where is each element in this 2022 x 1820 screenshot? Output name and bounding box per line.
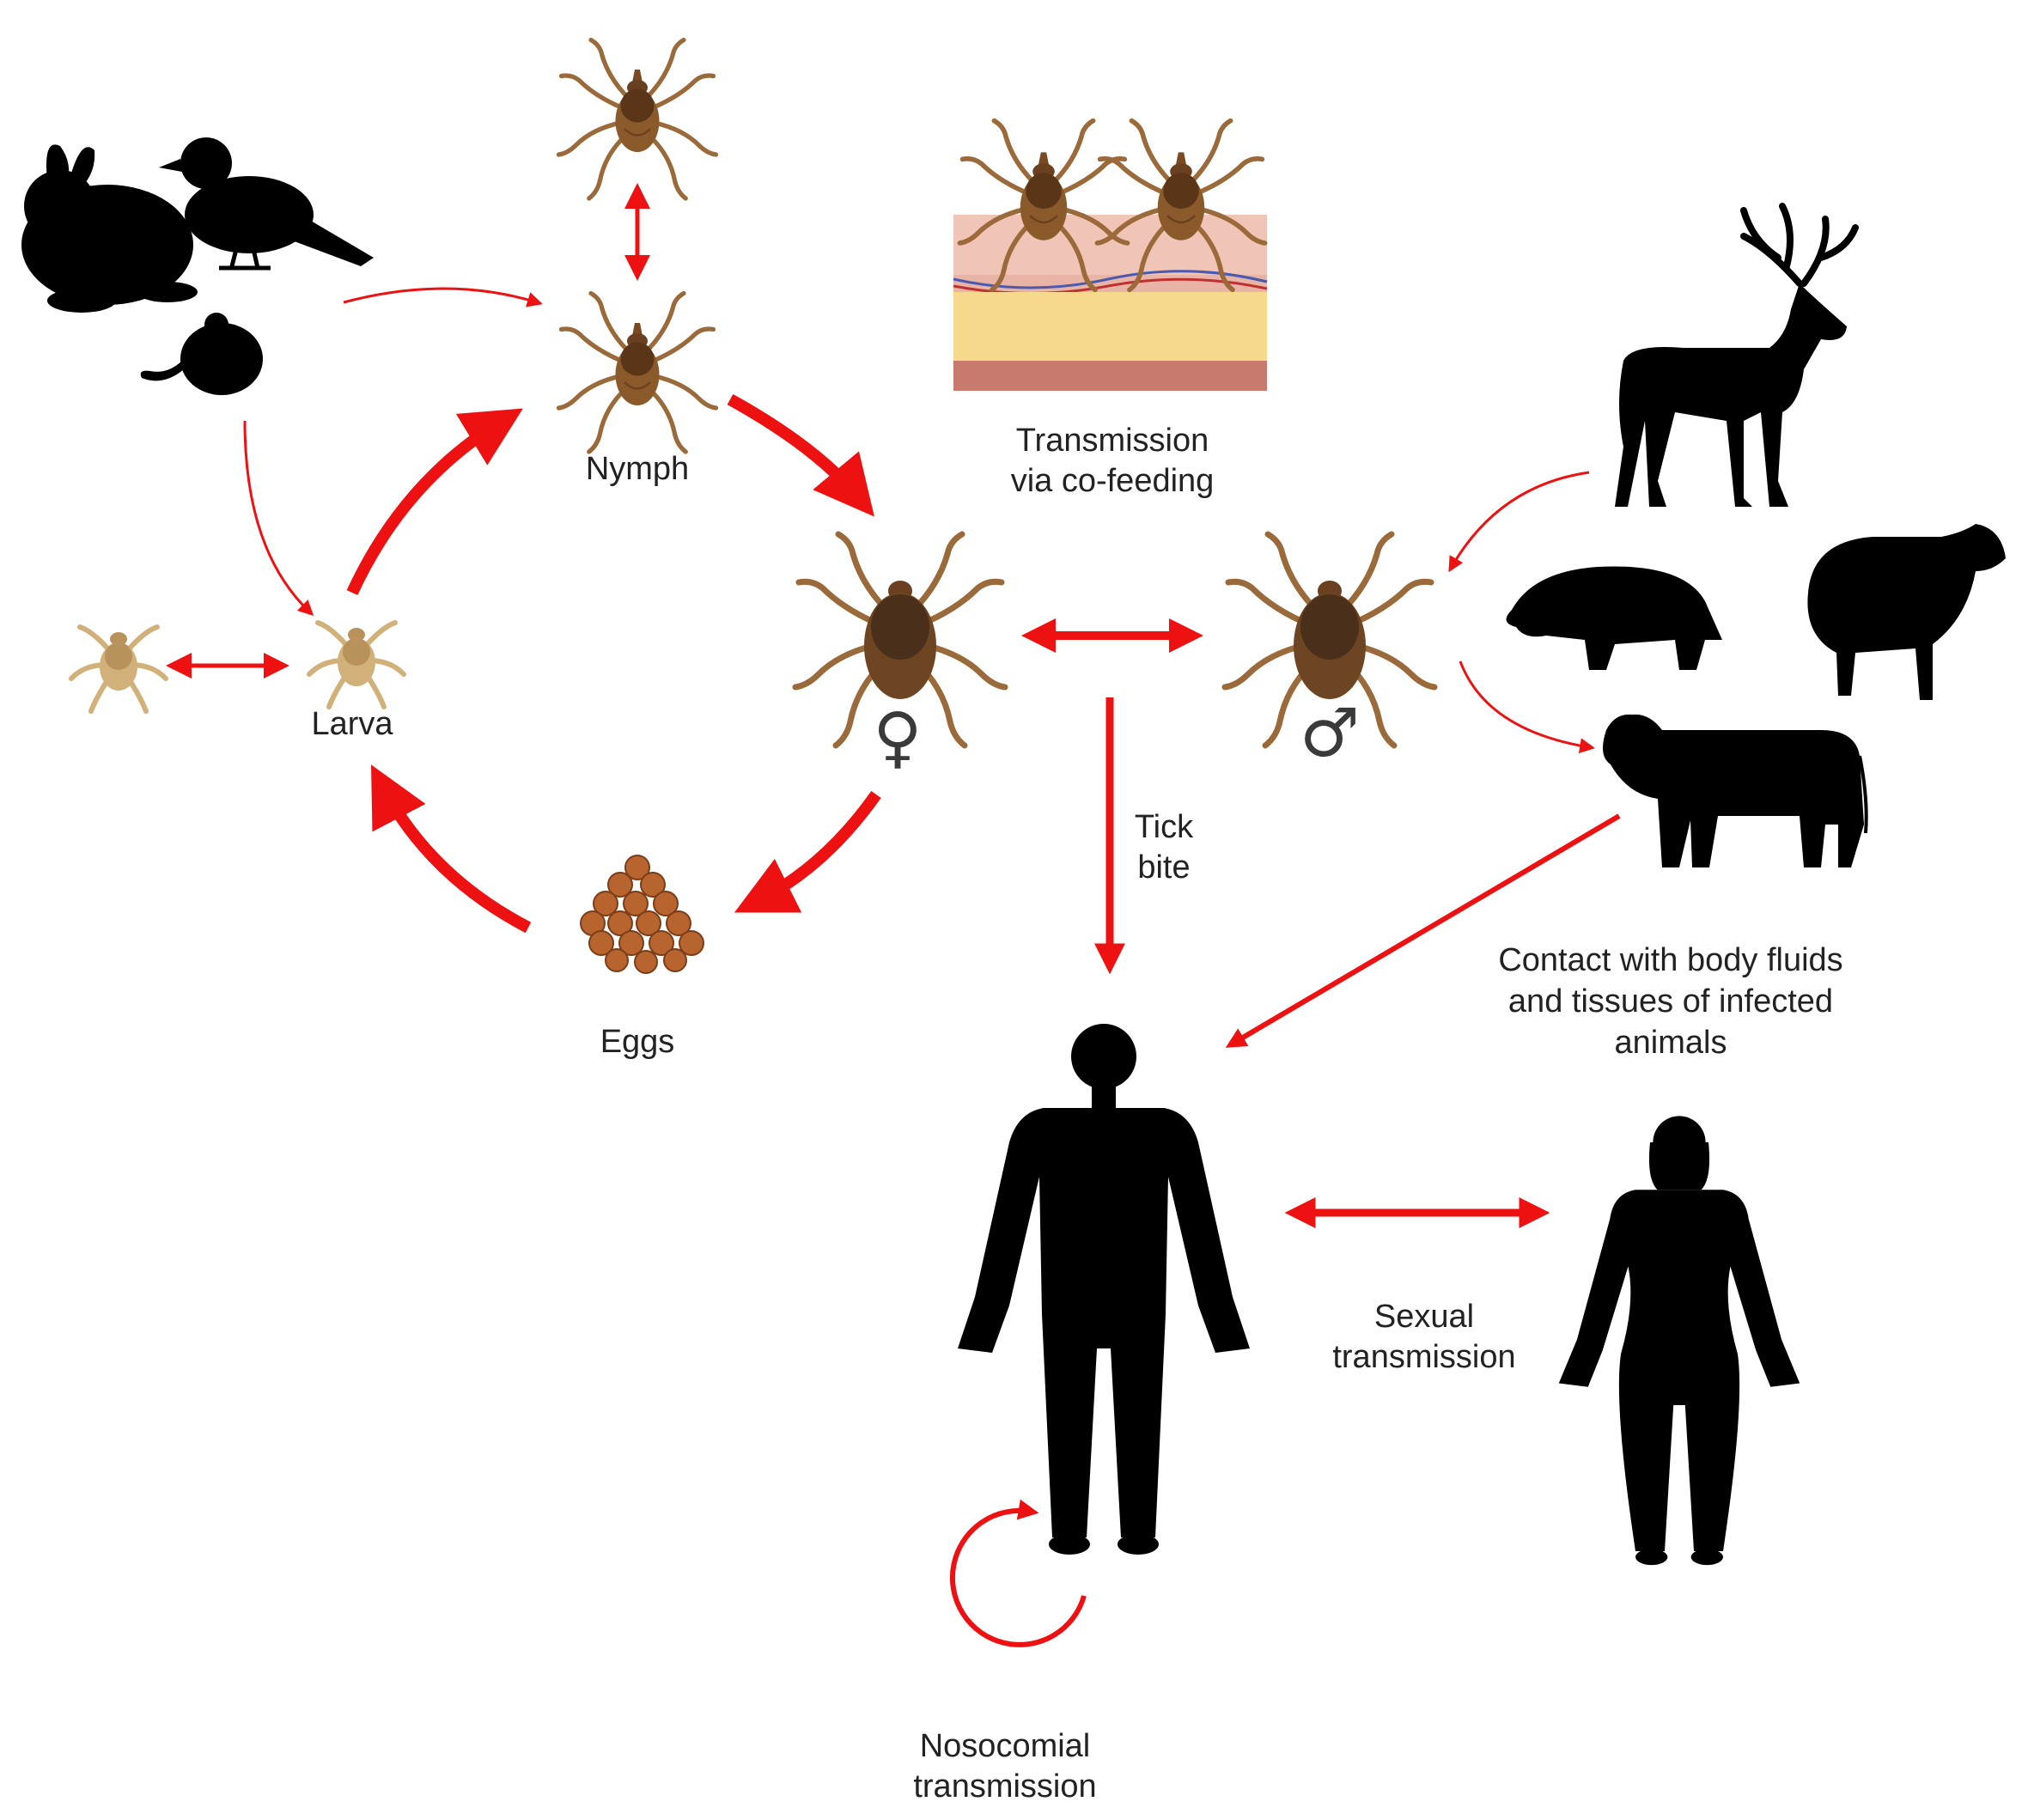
nymph-tick-icon	[559, 40, 716, 199]
larva-tick-icon	[309, 623, 404, 707]
contact-arrow	[1225, 813, 1621, 1048]
tick-bite-label-line2: bite	[1137, 849, 1190, 886]
female-symbol: ♀	[873, 699, 922, 776]
male-human-silhouette	[958, 1024, 1250, 1555]
nosocomial-label-line1: Nosocomial	[920, 1728, 1091, 1764]
eggs-to-larva-arrow	[371, 764, 532, 934]
nymph-label: Nymph	[586, 451, 689, 487]
sexual-label-line1: Sexual	[1374, 1299, 1474, 1335]
sexual-label-line2: transmission	[1332, 1339, 1515, 1375]
boar-silhouette	[1506, 566, 1722, 670]
bird-silhouette	[159, 137, 374, 271]
eggs-label: Eggs	[600, 1024, 675, 1060]
rodent-silhouette	[140, 313, 263, 395]
cow-silhouette	[1603, 714, 1868, 867]
male-symbol: ♂	[1300, 695, 1360, 772]
cofeeding-label-line1: Transmission	[1016, 423, 1209, 459]
male-tick-to-livestock-arrow	[1459, 660, 1596, 754]
eggs-cluster-icon	[580, 855, 704, 974]
contact-label-line2: and tissues of infected	[1508, 983, 1833, 1020]
skin-cross-section-icon	[953, 215, 1268, 391]
small-hosts-to-larva-arrow	[243, 420, 314, 616]
cofeeding-label-line2: via co-feeding	[1011, 463, 1215, 499]
nymph-tick-icon	[559, 294, 716, 453]
rabbit-silhouette	[21, 144, 198, 313]
larva-label: Larva	[311, 706, 393, 742]
larva-tick-icon	[71, 627, 166, 711]
contact-label-line1: Contact with body fluids	[1498, 942, 1842, 978]
larva-to-nymph-arrow	[346, 408, 523, 595]
deer-silhouette	[1615, 203, 1859, 507]
nymph-to-adult-arrow	[727, 393, 874, 517]
deer-to-male-tick-arrow	[1448, 471, 1590, 573]
adult-to-eggs-arrow	[734, 790, 881, 913]
female-human-silhouette	[1558, 1116, 1800, 1566]
tick-bite-label-line1: Tick	[1135, 809, 1194, 845]
nosocomial-label-line2: transmission	[913, 1768, 1096, 1805]
nosocomial-loop-arrow	[949, 1499, 1087, 1647]
contact-label-line3: animals	[1615, 1025, 1727, 1061]
small-hosts-to-nymph-arrow	[343, 287, 543, 307]
sheep-silhouette	[1807, 524, 2006, 700]
